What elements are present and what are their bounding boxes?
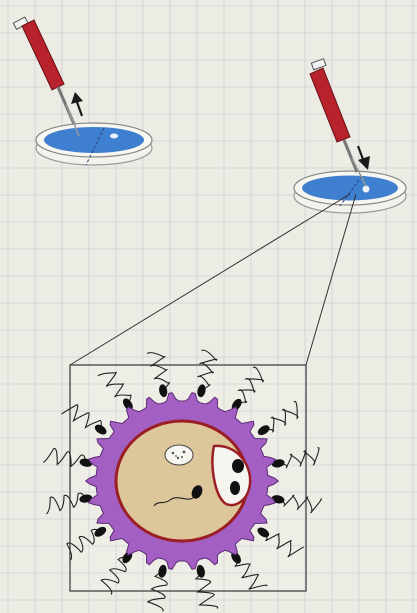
egg-cell [116, 421, 250, 541]
egg-nucleus [165, 445, 193, 465]
dish-right [294, 171, 406, 213]
zoom-lines [70, 194, 356, 365]
dish-right-liquid [302, 176, 398, 201]
arrow-up-icon [71, 92, 83, 116]
syringe-right [310, 59, 366, 186]
dish-left [36, 123, 152, 165]
arrow-down-icon [358, 146, 370, 170]
syringe-left [13, 17, 79, 136]
dish-left-liquid [44, 127, 144, 153]
